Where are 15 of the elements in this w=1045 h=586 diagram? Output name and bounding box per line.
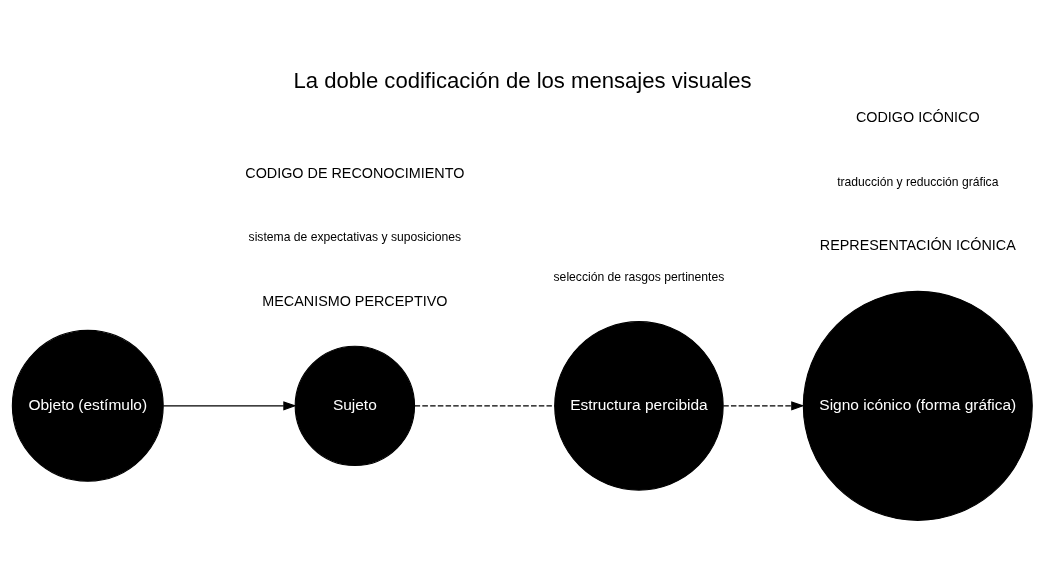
label: selección de rasgos pertinentes — [553, 269, 725, 284]
node-circle: Estructura percibida — [554, 321, 724, 491]
node-circle: Signo icónico (forma gráfica) — [802, 290, 1033, 521]
label: MECANISMO PERCEPTIVO — [262, 292, 448, 309]
arrow — [722, 401, 805, 411]
label: REPRESENTACIÓN ICÓNICA — [819, 237, 1016, 254]
arrow — [162, 401, 297, 411]
label: CODIGO DE RECONOCIMIENTO — [245, 164, 465, 181]
label: sistema de expectativas y suposiciones — [248, 229, 462, 244]
connector — [414, 405, 556, 407]
node-circle: Objeto (estímulo) — [11, 329, 164, 482]
label: CODIGO ICÓNICO — [855, 109, 980, 126]
label: traducción y reducción gráfica — [837, 174, 999, 189]
node-circle: Sujeto — [294, 345, 416, 467]
diagram-title: La doble codificación de los mensajes visuales — [293, 67, 752, 93]
